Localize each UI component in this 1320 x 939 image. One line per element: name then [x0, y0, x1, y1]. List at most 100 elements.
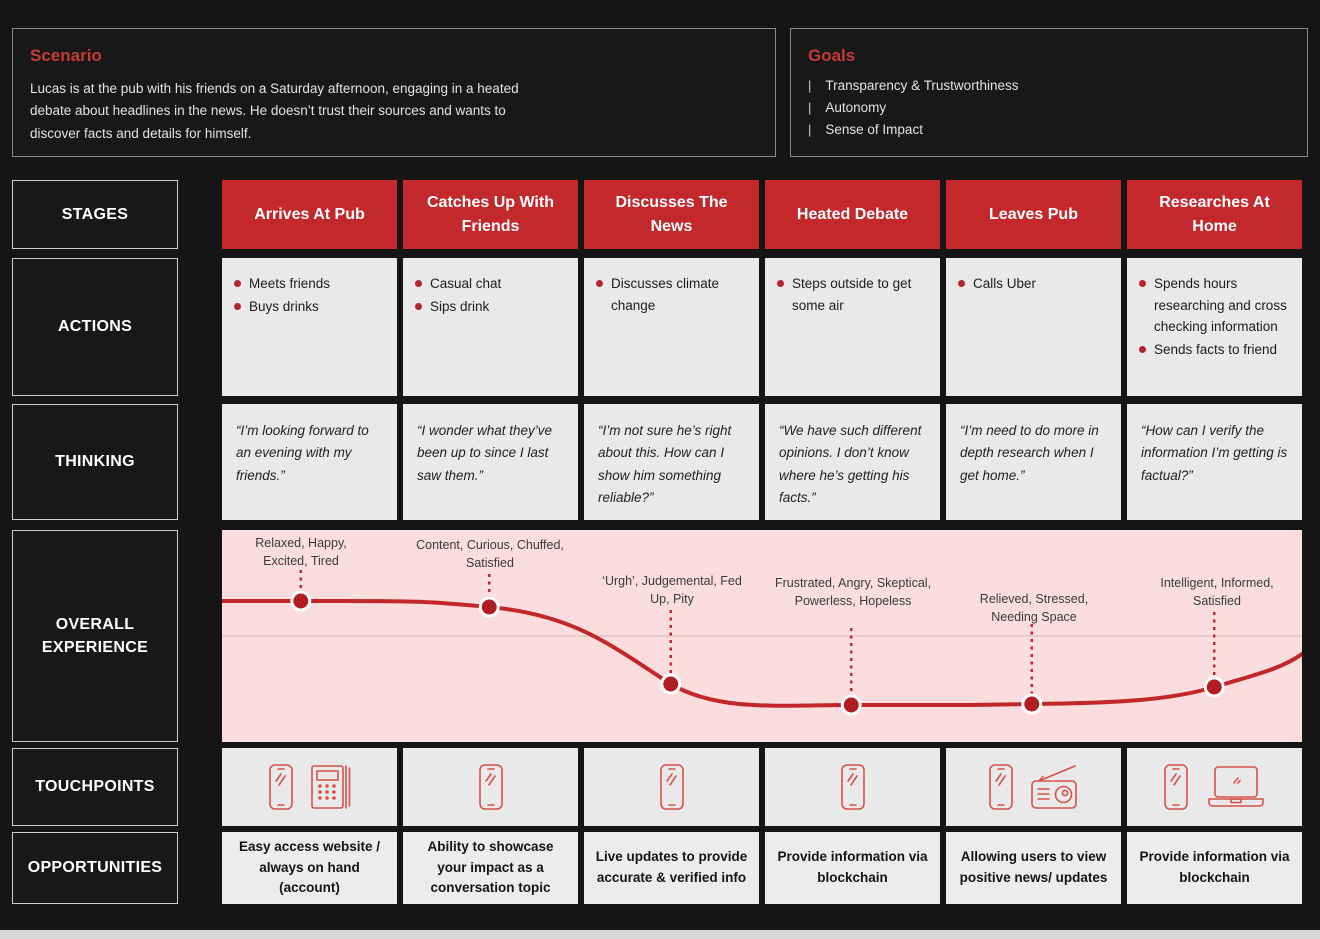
actions-card: Meets friends Buys drinks — [222, 258, 397, 396]
radio-icon — [1030, 765, 1077, 809]
stage-header: Catches Up With Friends — [403, 180, 578, 249]
phone-icon — [988, 764, 1013, 810]
goal-text: Autonomy — [825, 100, 887, 115]
stage-header: Arrives At Pub — [222, 180, 397, 249]
experience-curve-chart — [222, 570, 1302, 716]
touchpoint-card — [584, 748, 759, 826]
thinking-card: “How can I verify the information I’m ge… — [1127, 404, 1302, 520]
thinking-card: “I’m need to do more in depth research w… — [946, 404, 1121, 520]
experience-row: OVERALL EXPERIENCE Relaxed, Happy, Excit… — [12, 530, 1308, 742]
stage-header: Heated Debate — [765, 180, 940, 249]
opportunity-cards: Easy access website / always on hand (ac… — [222, 832, 1302, 904]
thinking-row: THINKING “I’m looking forward to an even… — [12, 404, 1308, 520]
row-label-touchpoints: TOUCHPOINTS — [12, 748, 178, 826]
experience-band: Relaxed, Happy, Excited, Tired Content, … — [222, 530, 1302, 742]
bottom-edge-strip — [0, 930, 1320, 939]
experience-point — [290, 590, 312, 612]
actions-card: Calls Uber — [946, 258, 1121, 396]
touchpoints-row: TOUCHPOINTS — [12, 748, 1308, 826]
action-text: Casual chat — [430, 276, 502, 291]
goals-title: Goals — [808, 46, 856, 65]
bullet-icon — [596, 280, 603, 287]
opportunity-card: Live updates to provide accurate & verif… — [584, 832, 759, 904]
experience-point — [1021, 693, 1043, 715]
actions-row: ACTIONS Meets friends Buys drinks Casual… — [12, 258, 1308, 396]
opportunities-row: OPPORTUNITIES Easy access website / alwa… — [12, 832, 1308, 904]
touchpoint-cards — [222, 748, 1302, 826]
phone-icon — [478, 764, 503, 810]
goal-text: Sense of Impact — [825, 122, 923, 137]
stage-header: Researches At Home — [1127, 180, 1302, 249]
row-label-actions: ACTIONS — [12, 258, 178, 396]
row-label-thinking: THINKING — [12, 404, 178, 520]
phone-icon — [659, 764, 684, 810]
action-text: Sips drink — [430, 298, 490, 314]
action-item: Sends facts to friend — [1139, 339, 1292, 361]
opportunity-card: Ability to showcase your impact as a con… — [403, 832, 578, 904]
thinking-card: “I wonder what they’ve been up to since … — [403, 404, 578, 520]
opportunity-card: Provide information via blockchain — [765, 832, 940, 904]
action-text: Buys drinks — [249, 298, 319, 314]
thinking-card: “I’m looking forward to an evening with … — [222, 404, 397, 520]
actions-cards: Meets friends Buys drinks Casual chat Si… — [222, 258, 1302, 396]
touchpoint-card — [765, 748, 940, 826]
action-item: Spends hours researching and cross check… — [1139, 273, 1292, 338]
card-machine-icon — [310, 765, 350, 809]
bullet-icon — [234, 302, 241, 310]
action-text: Discusses climate change — [611, 276, 720, 313]
action-item: Buys drinks — [234, 296, 387, 318]
thinking-card: “I’m not sure he’s right about this. How… — [584, 404, 759, 520]
emotion-label: Frustrated, Angry, Skeptical, Powerless,… — [774, 576, 932, 609]
bullet-icon — [234, 280, 241, 287]
action-text: Sends facts to friend — [1154, 341, 1278, 357]
stage-header: Leaves Pub — [946, 180, 1121, 249]
action-text: Meets friends — [249, 276, 331, 291]
experience-point — [660, 673, 682, 695]
actions-card: Spends hours researching and cross check… — [1127, 258, 1302, 396]
action-item: Sips drink — [415, 296, 568, 318]
goals-panel: Goals | Transparency & Trustworthiness |… — [790, 28, 1308, 157]
phone-icon — [268, 764, 293, 810]
thinking-card: “We have such different opinions. I don’… — [765, 404, 940, 520]
phone-icon — [1163, 764, 1188, 810]
action-item: Discusses climate change — [596, 273, 749, 316]
actions-card: Steps outside to get some air — [765, 258, 940, 396]
experience-point — [1203, 676, 1225, 698]
actions-card: Casual chat Sips drink — [403, 258, 578, 396]
bullet-icon — [1139, 280, 1146, 287]
experience-point — [840, 694, 862, 716]
scenario-text: Lucas is at the pub with his friends on … — [30, 81, 519, 141]
stages-row: STAGES Arrives At Pub Catches Up With Fr… — [12, 180, 1308, 249]
action-item: Calls Uber — [958, 273, 1111, 295]
scenario-title: Scenario — [30, 46, 102, 65]
row-label-experience: OVERALL EXPERIENCE — [12, 530, 178, 742]
experience-curve — [222, 599, 1302, 708]
bullet-icon — [415, 280, 422, 287]
goal-text: Transparency & Trustworthiness — [825, 78, 1019, 93]
goal-item: | Sense of Impact — [808, 122, 1290, 137]
stage-headers: Arrives At Pub Catches Up With Friends D… — [222, 180, 1302, 249]
phone-icon — [840, 764, 865, 810]
emotion-label: Intelligent, Informed, Satisfied — [1160, 576, 1274, 609]
actions-card: Discusses climate change — [584, 258, 759, 396]
opportunity-card: Provide information via blockchain — [1127, 832, 1302, 904]
bullet-icon — [958, 280, 965, 287]
experience-point — [478, 596, 500, 618]
action-item: Steps outside to get some air — [777, 273, 930, 316]
row-label-stages: STAGES — [12, 180, 178, 249]
emotion-label: Relaxed, Happy, Excited, Tired — [255, 536, 347, 569]
emotion-label: Relieved, Stressed, Needing Space — [979, 592, 1089, 625]
goal-bullet: | — [808, 78, 812, 93]
bullet-icon — [1139, 345, 1146, 353]
goal-bullet: | — [808, 100, 812, 115]
scenario-panel: Scenario Lucas is at the pub with his fr… — [12, 28, 776, 157]
laptop-icon — [1207, 766, 1264, 807]
thinking-cards: “I’m looking forward to an evening with … — [222, 404, 1302, 520]
goal-item: | Autonomy — [808, 100, 1290, 115]
action-text: Steps outside to get some air — [792, 276, 912, 313]
row-label-opportunities: OPPORTUNITIES — [12, 832, 178, 904]
touchpoint-card — [1127, 748, 1302, 826]
goal-item: | Transparency & Trustworthiness — [808, 78, 1290, 93]
opportunity-card: Easy access website / always on hand (ac… — [222, 832, 397, 904]
